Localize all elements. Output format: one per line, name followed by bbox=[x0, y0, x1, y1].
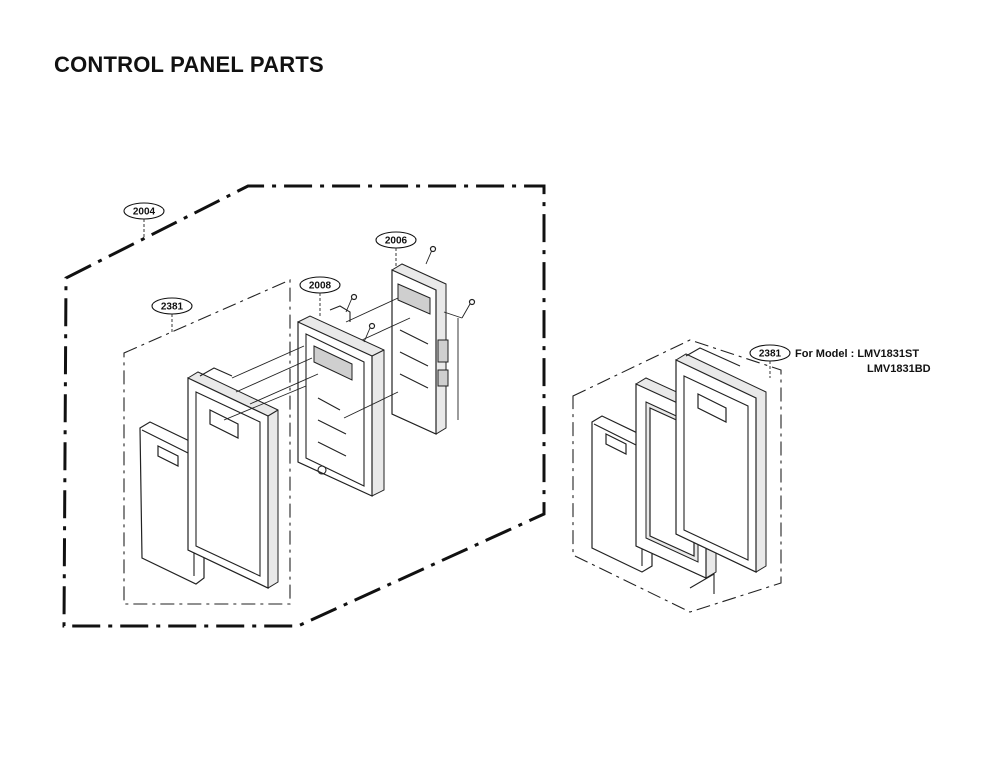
callout-2381-right: 2381 bbox=[749, 344, 791, 378]
assembly-boundary-2004 bbox=[62, 184, 546, 628]
callout-label: 2006 bbox=[385, 236, 408, 247]
control-frame-right bbox=[675, 347, 767, 573]
callout-2004: 2004 bbox=[123, 202, 165, 240]
callout-2006: 2006 bbox=[375, 231, 417, 266]
assembly-boundary-2381-right bbox=[572, 339, 782, 613]
pcb-2006 bbox=[391, 263, 449, 435]
callout-label: 2381 bbox=[759, 349, 782, 360]
front-film-left bbox=[139, 421, 205, 585]
screw-icon bbox=[345, 245, 476, 343]
control-frame-left bbox=[187, 367, 279, 589]
bracket-2008 bbox=[297, 305, 385, 497]
callout-label: 2004 bbox=[133, 207, 156, 218]
model-note-line2: LMV1831BD bbox=[867, 363, 931, 375]
model-note-line1: For Model : LMV1831ST bbox=[795, 348, 919, 360]
assembly-boundary-2381-left bbox=[123, 279, 291, 605]
page-title: CONTROL PANEL PARTS bbox=[54, 52, 324, 77]
callout-label: 2008 bbox=[309, 281, 332, 292]
assembly-guides-left bbox=[223, 297, 463, 421]
callout-2381-left: 2381 bbox=[151, 297, 193, 334]
callout-2008: 2008 bbox=[299, 276, 341, 316]
callout-label: 2381 bbox=[161, 302, 184, 313]
